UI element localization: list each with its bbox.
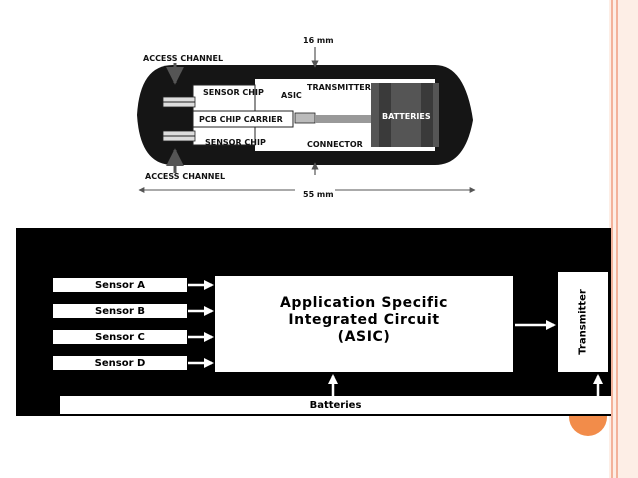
transmitter-box: Transmitter	[558, 272, 608, 372]
svg-text:ACCESS CHANNEL: ACCESS CHANNEL	[145, 172, 225, 181]
pcb-chip-carrier	[192, 110, 294, 128]
svg-text:PCB CHIP CARRIER: PCB CHIP CARRIER	[199, 115, 283, 124]
asic-box: Application Specific Integrated Circuit …	[215, 276, 513, 372]
sensor-b-box: Sensor B	[53, 304, 187, 318]
slide-side-band	[609, 0, 638, 478]
svg-text:SENSOR CHIP: SENSOR CHIP	[203, 88, 264, 97]
capsule-diagram: 16 mm ACCESS CHANNEL SENSOR CHIP ASIC TR…	[137, 36, 476, 199]
svg-text:CONNECTOR: CONNECTOR	[307, 140, 363, 149]
slide-border-line	[611, 0, 613, 478]
svg-text:ASIC: ASIC	[281, 91, 302, 100]
svg-text:BATTERIES: BATTERIES	[382, 112, 431, 121]
svg-text:16 mm: 16 mm	[303, 36, 334, 45]
svg-text:55 mm: 55 mm	[303, 190, 334, 199]
signal-arrows	[188, 280, 603, 396]
sensor-c-box: Sensor C	[53, 330, 187, 344]
svg-text:SENSOR CHIP: SENSOR CHIP	[205, 138, 266, 147]
block-diagram: Sensor A Sensor B Sensor C Sensor D Appl…	[16, 228, 611, 416]
slide-border-line	[616, 0, 618, 478]
sensor-d-box: Sensor D	[53, 356, 187, 370]
asic-label: Application Specific Integrated Circuit …	[279, 295, 449, 345]
sensor-a-box: Sensor A	[53, 278, 187, 292]
svg-text:TRANSMITTER: TRANSMITTER	[307, 83, 371, 92]
svg-text:ACCESS CHANNEL: ACCESS CHANNEL	[143, 54, 223, 63]
batteries-bar: Batteries	[60, 396, 611, 414]
